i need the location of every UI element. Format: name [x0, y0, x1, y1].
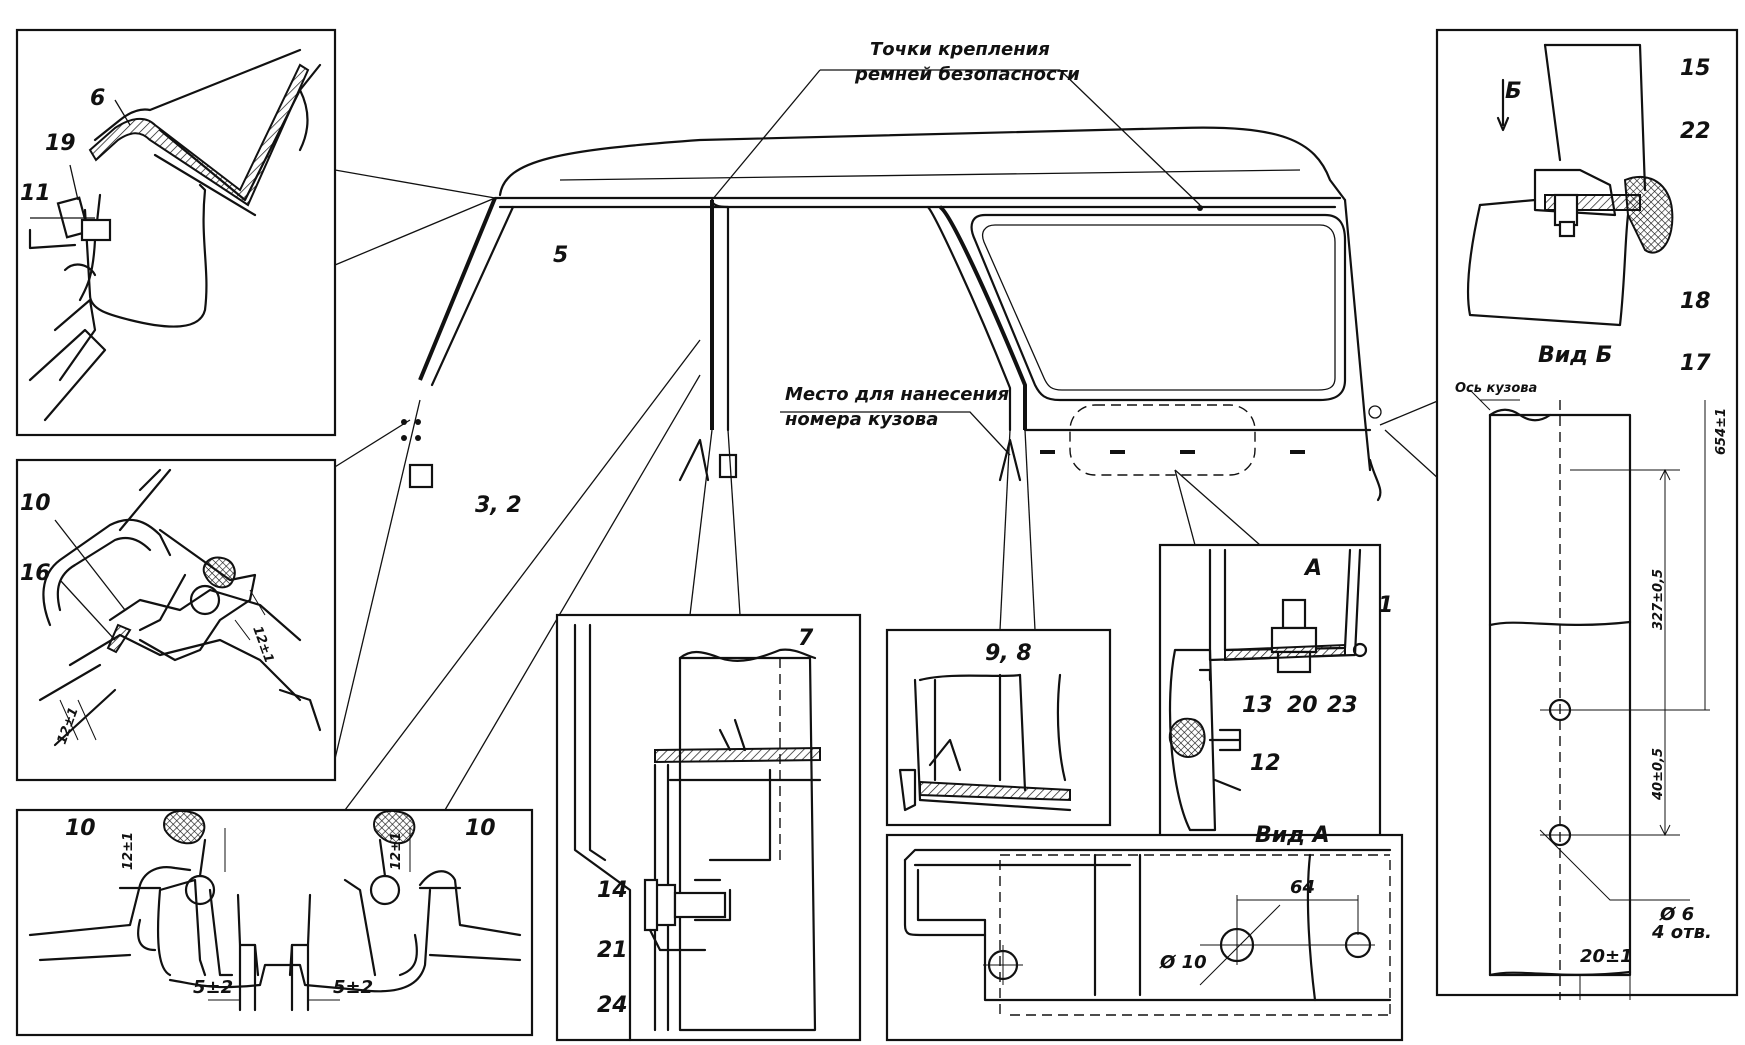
belt-points-label-2: ремней безопасности: [854, 64, 1080, 85]
view-b: [1435, 28, 1739, 1000]
dim-64: 64: [1290, 877, 1315, 898]
part-15: 15: [1680, 56, 1711, 81]
part-11: 11: [20, 181, 51, 206]
part-6: 6: [90, 86, 105, 111]
view-b-title: Вид Б: [1538, 343, 1612, 368]
cab-body: [401, 126, 1382, 502]
part-5: 5: [553, 243, 568, 268]
body-number-label-1: Место для нанесения: [785, 384, 1010, 405]
part-9-8: 9, 8: [985, 641, 1032, 666]
part-3-2: 3, 2: [475, 493, 522, 518]
dim-40: 40±0,5: [1651, 748, 1666, 801]
part-10-a: 10: [20, 491, 51, 516]
part-10-c: 10: [465, 816, 496, 841]
part-21: 21: [597, 938, 628, 963]
belt-points-label-1: Точки крепления: [870, 39, 1050, 60]
dim-6: Ø 6: [1659, 904, 1694, 925]
body-number-label-2: номера кузова: [785, 409, 938, 430]
detail-sill-section: [15, 458, 337, 782]
detail-upper-pillar: [15, 28, 337, 437]
arrow-a-label: А: [1303, 556, 1322, 581]
part-7: 7: [798, 626, 814, 651]
part-1: 1: [1378, 593, 1393, 618]
detail-pillar-fastener: [555, 613, 862, 1042]
dim-20: 20±1: [1580, 946, 1633, 967]
part-14: 14: [597, 878, 628, 903]
part-17: 17: [1680, 351, 1711, 376]
part-19: 19: [45, 131, 76, 156]
detail-door-seals: [15, 808, 534, 1037]
dim-327: 327±0,5: [1651, 569, 1666, 630]
part-24: 24: [597, 993, 628, 1018]
part-12: 12: [1250, 751, 1281, 776]
arrow-b-label: Б: [1505, 79, 1522, 104]
dim-12-c: 12±1: [121, 832, 136, 870]
dim-10: Ø 10: [1159, 952, 1207, 973]
part-20: 20: [1287, 693, 1318, 718]
dim-5-a: 5±2: [193, 977, 233, 998]
dim-654: 654±1: [1714, 408, 1729, 455]
dim-5-b: 5±2: [333, 977, 373, 998]
body-axis-label: Ось кузова: [1455, 381, 1537, 396]
detail-sill-seal: [885, 628, 1112, 827]
view-a: [885, 833, 1404, 1042]
dim-holes: 4 отв.: [1651, 922, 1712, 943]
part-16: 16: [20, 561, 51, 586]
part-18: 18: [1680, 289, 1711, 314]
part-23: 23: [1327, 693, 1358, 718]
view-a-title: Вид А: [1255, 823, 1330, 848]
part-22: 22: [1680, 119, 1711, 144]
part-13: 13: [1242, 693, 1273, 718]
dim-12-d: 12±1: [389, 832, 404, 870]
detail-sill-bolt: [1158, 543, 1382, 857]
part-10-b: 10: [65, 816, 96, 841]
